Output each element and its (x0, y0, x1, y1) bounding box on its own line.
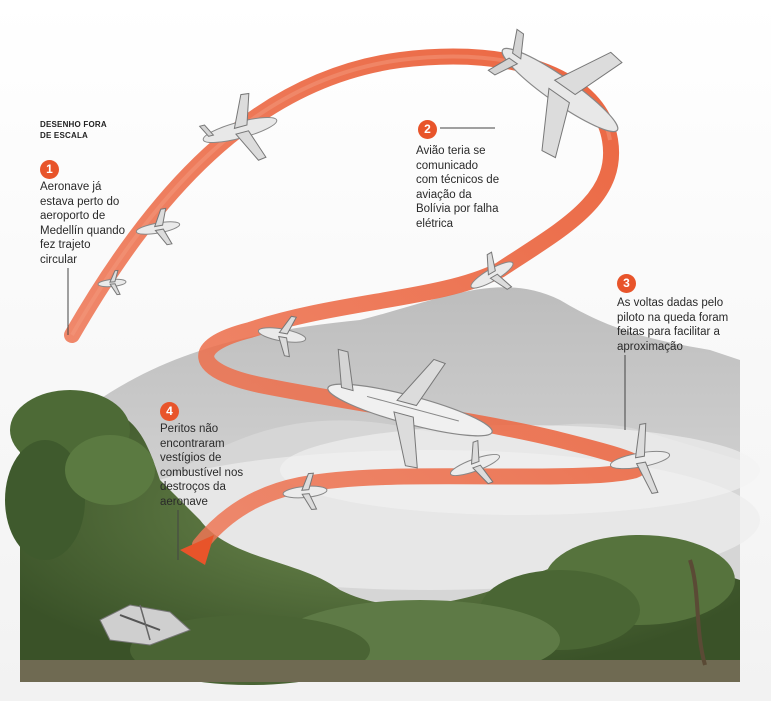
callout-badge-2: 2 (418, 120, 437, 139)
airplane-icon (449, 439, 501, 485)
scale-note: DESENHO FORA DE ESCALA (40, 120, 107, 140)
airplane-icon (198, 92, 278, 161)
callout-text-2: Avião teria se comunicado com técnicos d… (416, 145, 500, 230)
airplane-icon (257, 315, 307, 358)
airplane-icon (470, 251, 514, 290)
airplane-icon (327, 348, 493, 469)
airplane-icon (609, 422, 671, 494)
airplane-icon (97, 269, 127, 296)
wreckage-icon (99, 604, 191, 646)
callout-text-3: As voltas dadas pelo piloto na queda for… (617, 297, 729, 353)
callout-text-4: Peritos não encontraram vestígios de com… (160, 423, 244, 508)
airplane-icon (135, 207, 181, 246)
callout-text-1: Aeronave já estava perto do aeroporto de… (40, 181, 126, 266)
airplane-icon (487, 28, 623, 159)
arrowhead-icon (180, 535, 214, 565)
callout-badge-3: 3 (617, 274, 636, 293)
airplane-icon (282, 472, 328, 511)
callout-badge-4: 4 (160, 402, 179, 421)
leader-lines (67, 127, 626, 560)
jungle-foreground (5, 390, 740, 685)
callout-badge-1: 1 (40, 160, 59, 179)
